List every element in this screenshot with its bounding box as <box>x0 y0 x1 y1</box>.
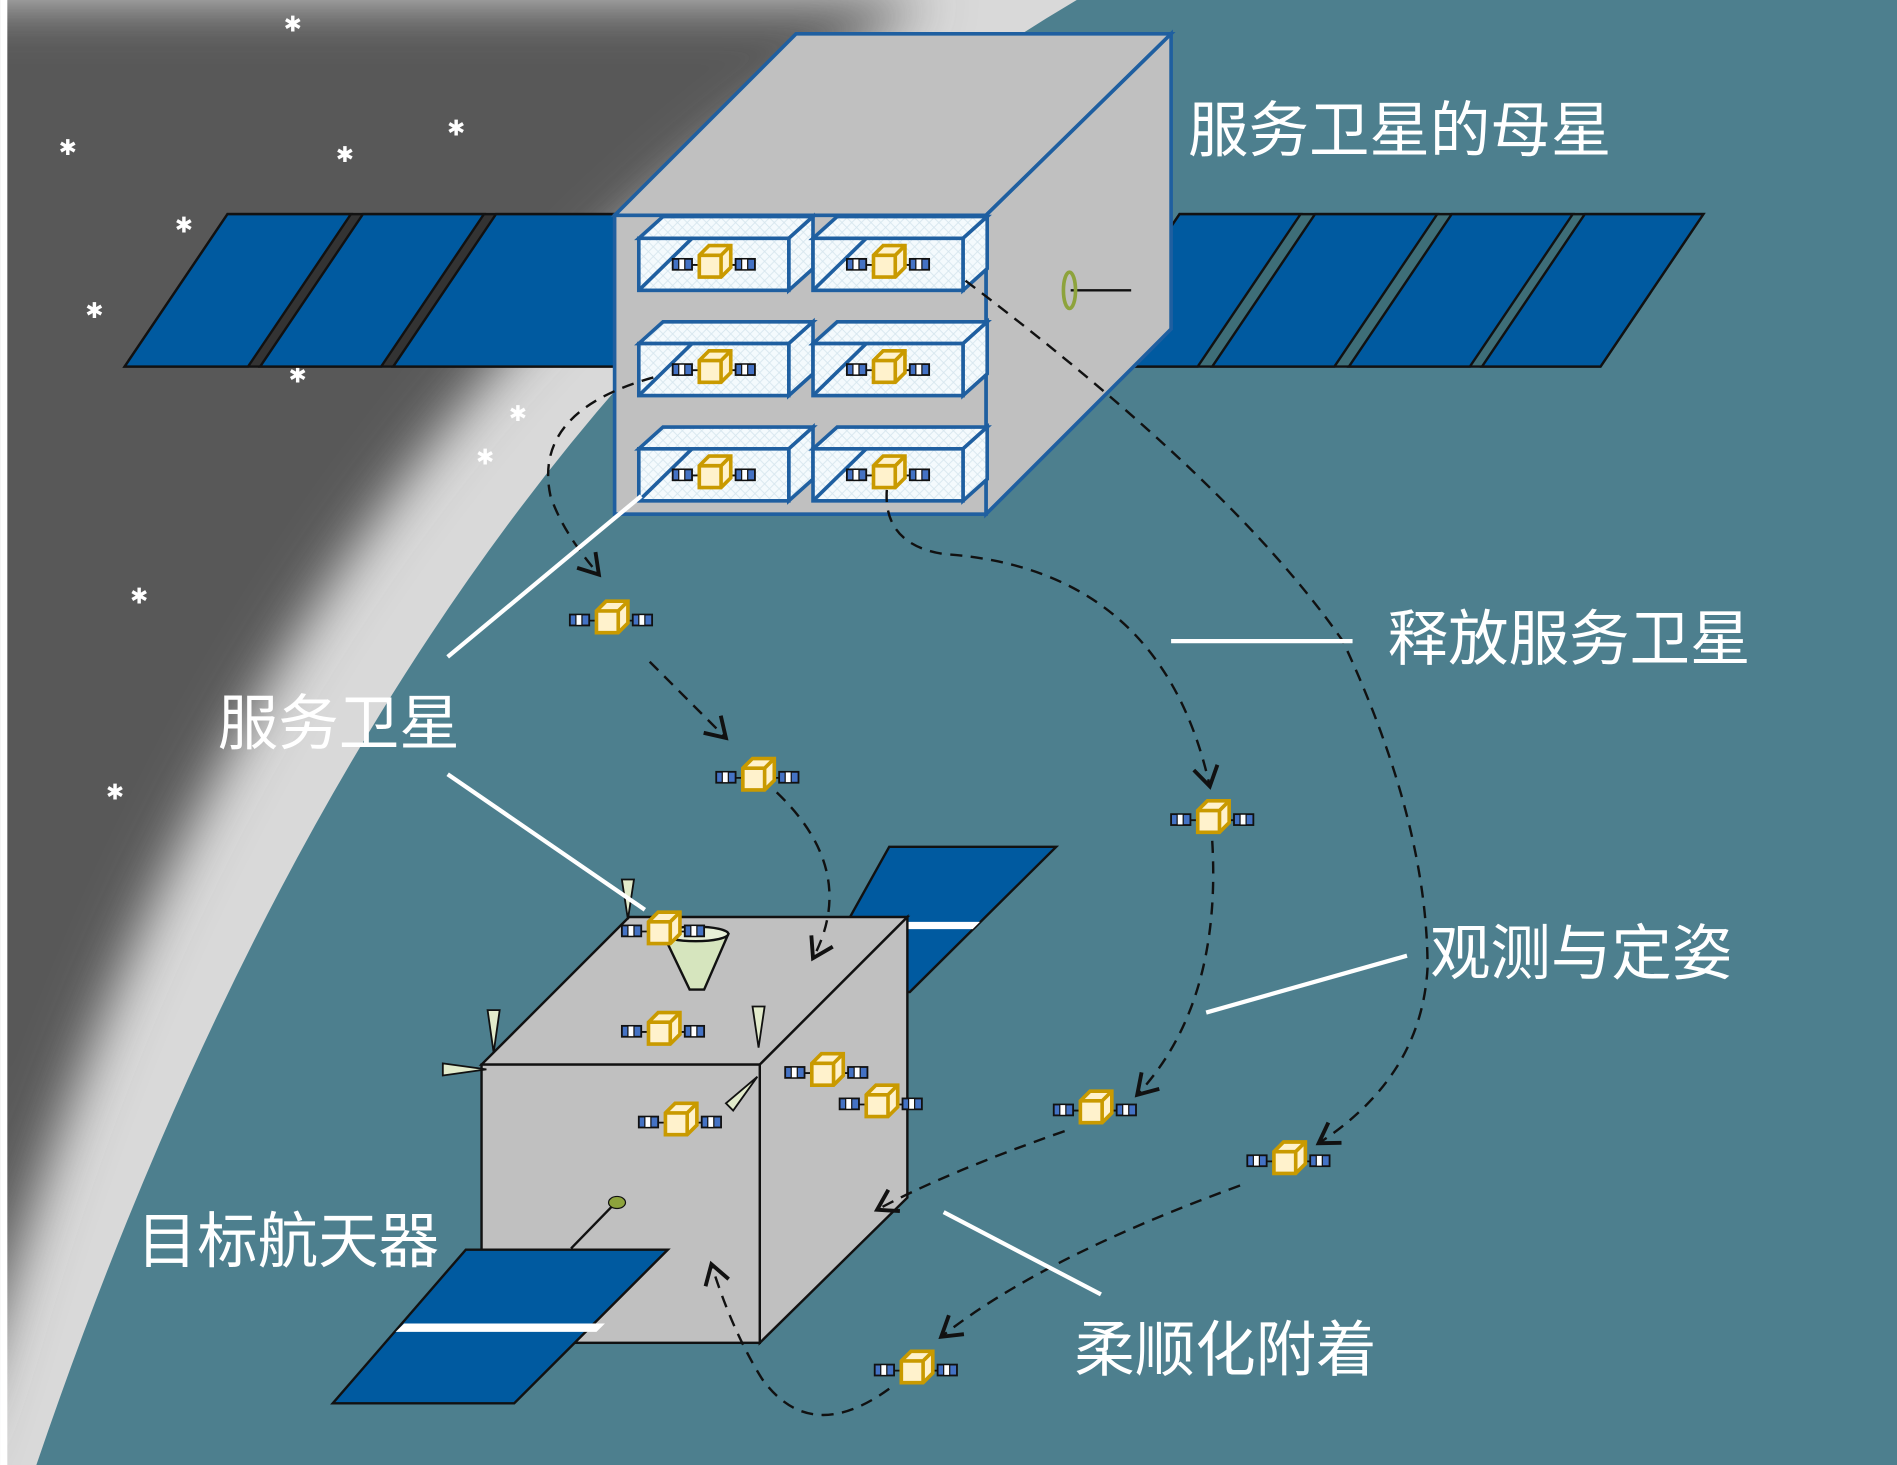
label-release: 释放服务卫星 <box>1388 604 1751 674</box>
svg-text:✱: ✱ <box>85 299 103 324</box>
mother-left-solar-array <box>122 212 619 368</box>
dispenser-compartments <box>634 212 992 505</box>
stars: ✱ ✱ ✱ ✱ ✱ ✱ ✱ ✱ ✱ ✱ ✱ <box>59 12 527 805</box>
label-observe: 观测与定姿 <box>1430 919 1732 989</box>
svg-text:✱: ✱ <box>284 12 302 37</box>
svg-text:✱: ✱ <box>476 446 494 471</box>
svg-text:✱: ✱ <box>289 363 307 388</box>
mother-satellite <box>122 29 1706 519</box>
label-service-satellite: 服务卫星 <box>218 689 460 759</box>
svg-text:✱: ✱ <box>447 116 465 141</box>
svg-text:✱: ✱ <box>336 143 354 168</box>
label-target: 目标航天器 <box>137 1207 439 1277</box>
compartment <box>634 317 818 400</box>
compartment <box>808 422 992 505</box>
compartment <box>808 212 992 295</box>
trajectories <box>546 279 1429 1417</box>
compartment <box>808 317 992 400</box>
compartment <box>634 422 818 505</box>
antenna-ring <box>1061 270 1078 311</box>
label-attach: 柔顺化附着 <box>1074 1316 1376 1386</box>
antenna-dish <box>607 1195 627 1210</box>
compartment <box>634 212 818 295</box>
label-mother-satellite: 服务卫星的母星 <box>1188 96 1611 166</box>
svg-text:✱: ✱ <box>509 402 527 427</box>
svg-text:✱: ✱ <box>106 781 124 806</box>
svg-text:✱: ✱ <box>59 136 77 161</box>
target-spacecraft <box>330 845 1060 1405</box>
svg-text:✱: ✱ <box>175 213 193 238</box>
mother-right-solar-array <box>1074 212 1706 368</box>
pointer-lines <box>446 494 1408 1297</box>
svg-text:✱: ✱ <box>130 585 148 610</box>
